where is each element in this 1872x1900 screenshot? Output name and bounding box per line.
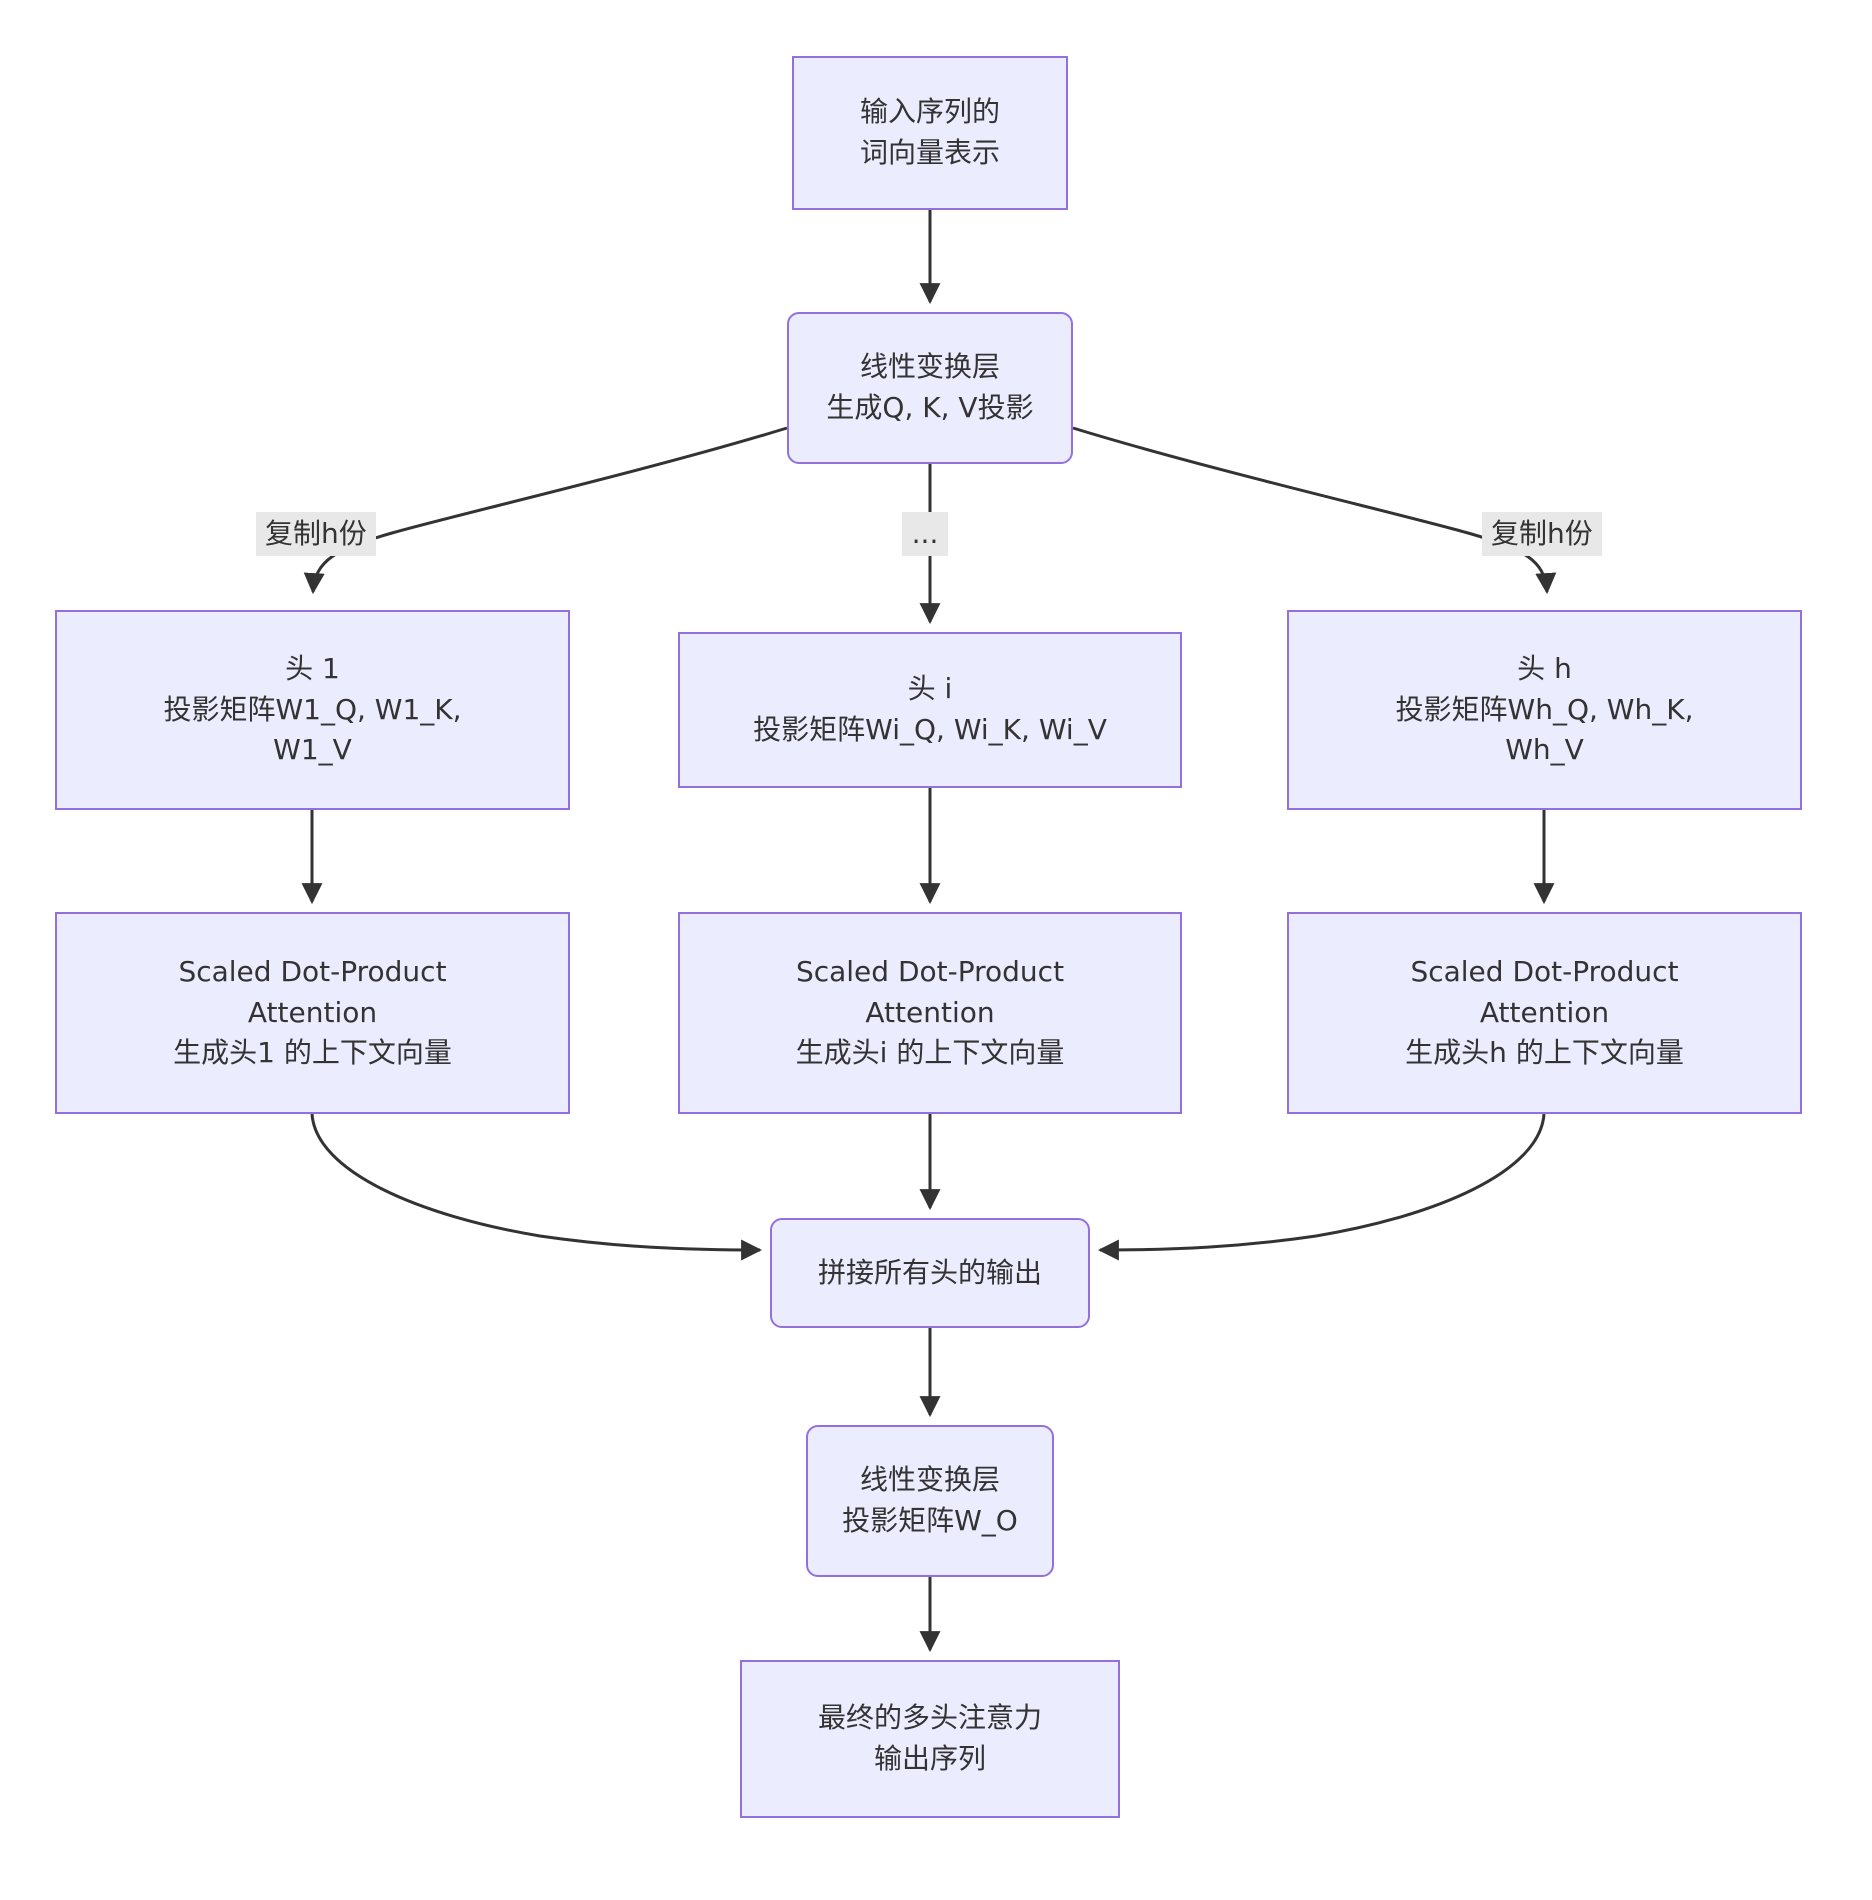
edge-label-copy-right: 复制h份 (1482, 512, 1602, 556)
node-attention-h: Scaled Dot-Product Attention 生成头h 的上下文向量 (1287, 912, 1802, 1114)
node-linear-output-projection: 线性变换层 投影矩阵W_O (806, 1425, 1054, 1577)
edge-linear-to-head1 (303, 426, 788, 595)
node-head-1: 头 1 投影矩阵W1_Q, W1_K, W1_V (55, 610, 570, 810)
node-head-h: 头 h 投影矩阵Wh_Q, Wh_K, Wh_V (1287, 610, 1802, 810)
node-head-i: 头 i 投影矩阵Wi_Q, Wi_K, Wi_V (678, 632, 1182, 788)
edge-label-copy-left: 复制h份 (256, 512, 376, 556)
edge-atth-to-concat (1097, 1113, 1546, 1261)
node-linear-qkv: 线性变换层 生成Q, K, V投影 (787, 312, 1073, 464)
node-attention-1: Scaled Dot-Product Attention 生成头1 的上下文向量 (55, 912, 570, 1114)
node-concat-heads: 拼接所有头的输出 (770, 1218, 1090, 1328)
node-input-embedding: 输入序列的 词向量表示 (792, 56, 1068, 210)
edge-linear-to-headh (1072, 426, 1557, 595)
edge-label-ellipsis: ... (902, 512, 948, 556)
node-final-output: 最终的多头注意力 输出序列 (740, 1660, 1120, 1818)
edge-att1-to-concat (310, 1113, 763, 1261)
node-attention-i: Scaled Dot-Product Attention 生成头i 的上下文向量 (678, 912, 1182, 1114)
